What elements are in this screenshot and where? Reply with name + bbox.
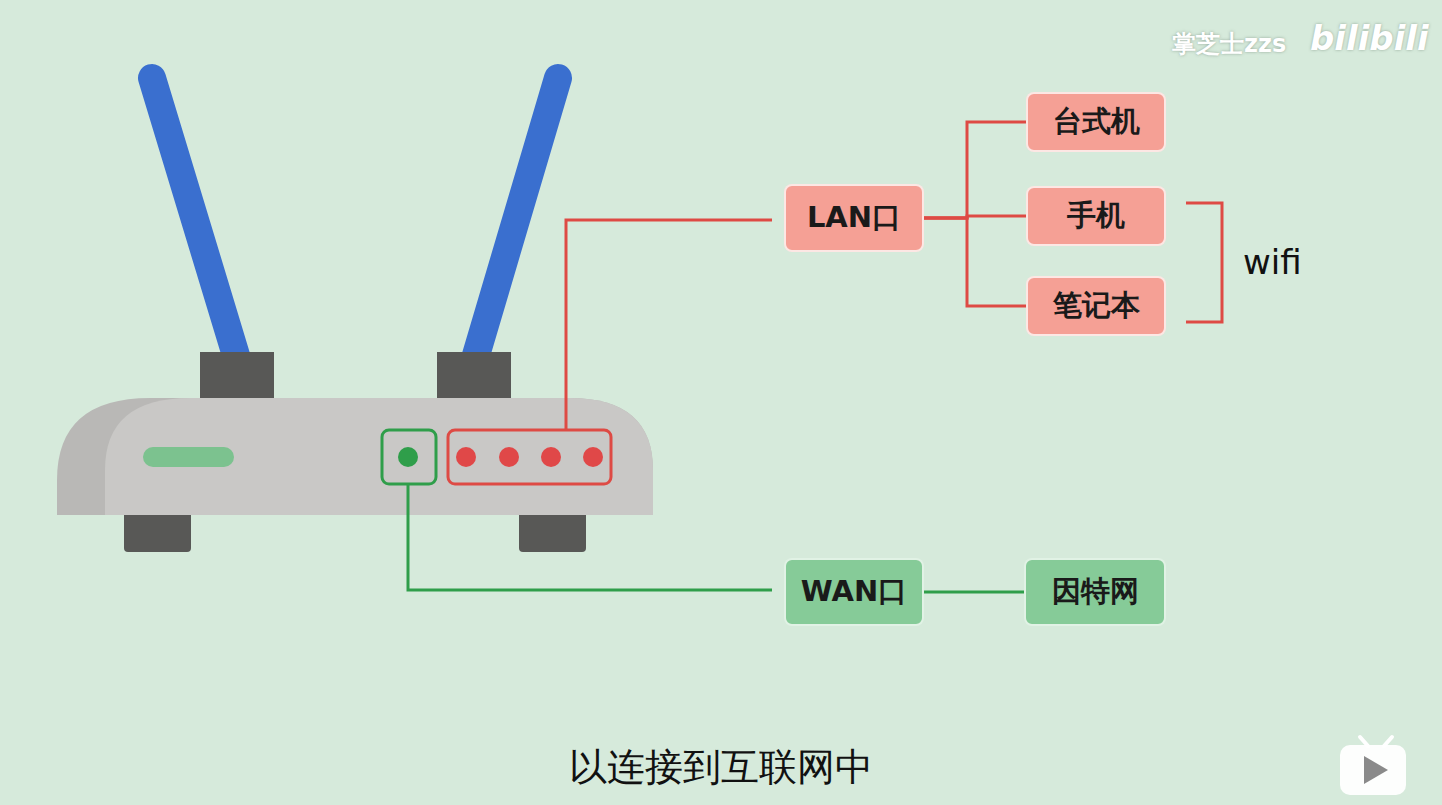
lan-port — [499, 447, 519, 467]
wan-port — [398, 447, 418, 467]
lan-port-frame — [448, 430, 611, 484]
wan-port-frame — [382, 430, 436, 484]
network-box: 笔记本 — [1026, 276, 1166, 336]
box-text: LAN口 — [807, 198, 901, 238]
lan-port — [583, 447, 603, 467]
subtitle-caption: 以连接到互联网中 — [0, 742, 1442, 793]
network-box: 手机 — [1026, 186, 1166, 246]
indicator-light — [143, 447, 234, 467]
router-body — [105, 398, 653, 515]
network-box: LAN口 — [784, 184, 924, 252]
network-box: 因特网 — [1024, 558, 1166, 626]
box-text: 因特网 — [1052, 572, 1139, 612]
connector-line — [924, 122, 1026, 218]
watermark: bilibili — [1310, 18, 1429, 58]
router-body-back — [57, 398, 653, 515]
box-text: 笔记本 — [1053, 286, 1140, 326]
wifi-bracket — [1186, 203, 1222, 322]
box-text: 台式机 — [1053, 102, 1140, 142]
lan-port — [456, 447, 476, 467]
antenna-base — [200, 352, 274, 402]
antenna — [152, 78, 238, 362]
wifi-label: wifi — [1243, 242, 1302, 282]
antenna-base — [437, 352, 511, 402]
wan-leader — [408, 484, 772, 590]
lan-leader — [566, 220, 772, 430]
network-box: 台式机 — [1026, 92, 1166, 152]
network-box: WAN口 — [784, 558, 924, 626]
lan-port — [541, 447, 561, 467]
watermark: 掌芝士zzs — [1172, 28, 1286, 60]
connector-line — [924, 218, 1026, 306]
player-icon — [1340, 737, 1406, 795]
connector-line — [924, 591, 1024, 594]
box-text: 手机 — [1067, 196, 1125, 236]
box-text: WAN口 — [801, 572, 907, 612]
antenna — [474, 78, 558, 362]
